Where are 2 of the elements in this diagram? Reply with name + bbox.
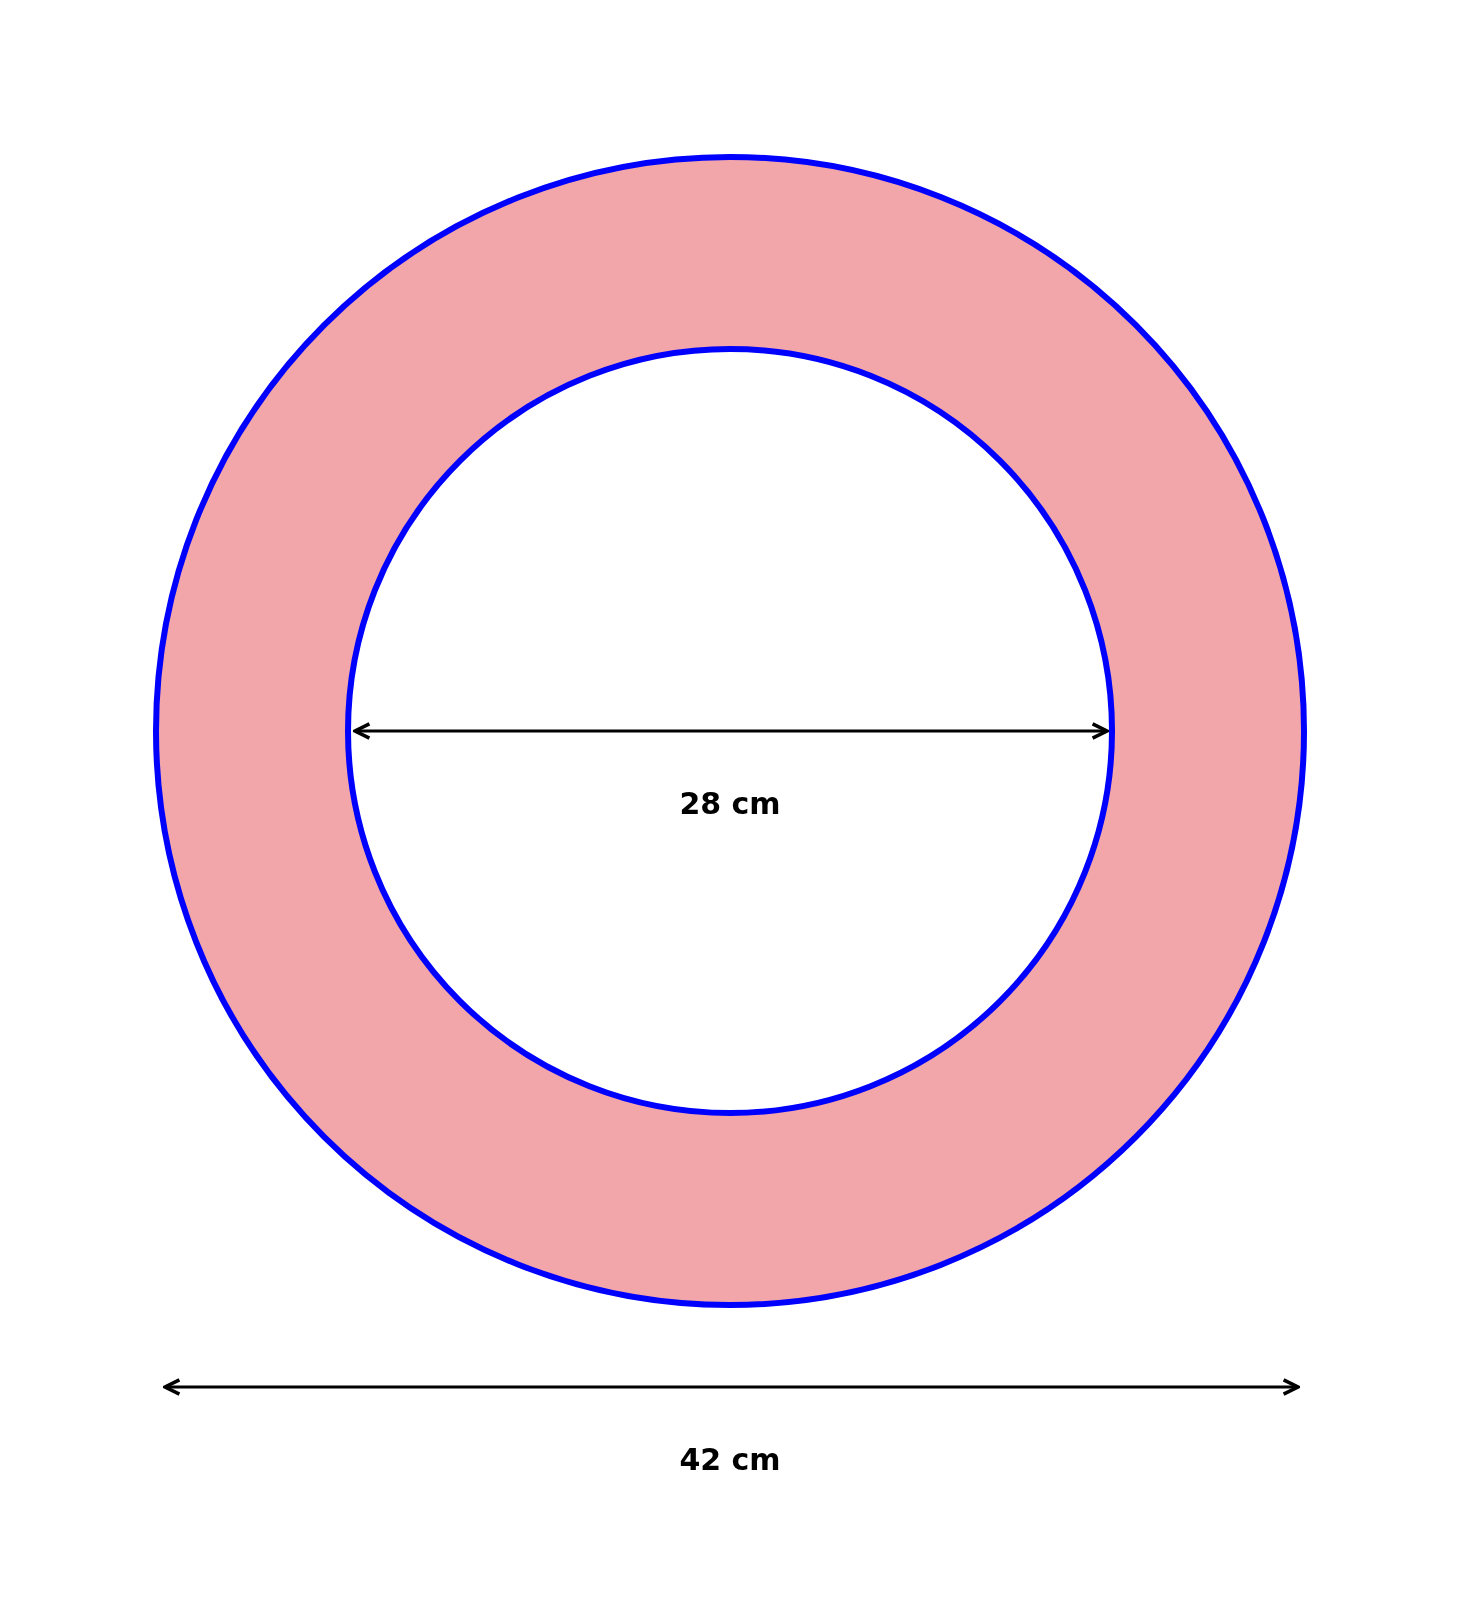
dimension-label: 42 cm	[679, 1440, 781, 1479]
dimension-label: 28 cm	[679, 784, 781, 823]
